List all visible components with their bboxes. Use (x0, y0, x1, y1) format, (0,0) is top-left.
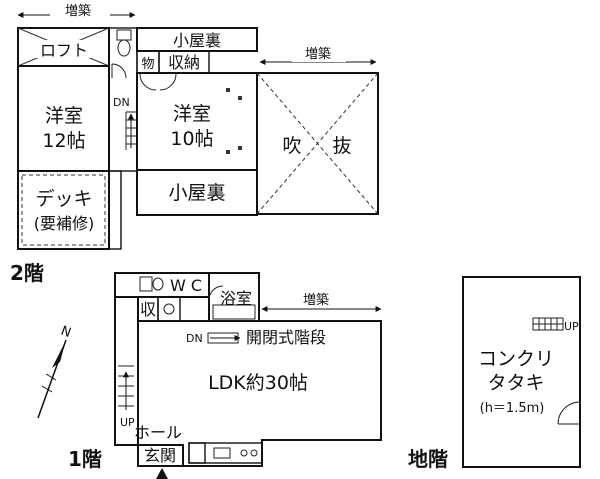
storage-small-label: 物 (141, 57, 154, 72)
dn-label-2f: DN (113, 96, 130, 109)
void (256, 72, 379, 215)
attic-bottom-label: 小屋裏 (168, 182, 225, 204)
extension-label-1f: 増築 (303, 293, 329, 308)
second-floor: 増築 ロフト 洋室 12帖 DN デッキ (要 (10, 3, 379, 285)
stairs-basement (532, 317, 564, 331)
stairs-1f (118, 365, 134, 410)
extension-label-right: 増築 (305, 47, 331, 62)
up-label-1f: UP (120, 416, 135, 429)
north-label: N (59, 324, 73, 341)
room-10jo-label-1: 洋室 (173, 103, 211, 125)
void-label-left: 吹 (282, 135, 301, 157)
attic-top-label: 小屋裏 (173, 31, 221, 50)
void-label-right: 抜 (332, 135, 351, 157)
storage-1f-label: 収 (140, 300, 156, 319)
ldk-label: LDK約30帖 (208, 372, 308, 394)
entrance-marker-icon (156, 468, 168, 479)
hall-label: ホール (134, 423, 182, 442)
room-12jo-label-1: 洋室 (45, 105, 83, 127)
toilet-icon (116, 29, 132, 41)
loft-label: ロフト (40, 41, 88, 60)
up-label-basement: UP (564, 320, 579, 333)
extension-label-top: 増築 (65, 4, 91, 19)
bath-label: 浴室 (220, 289, 252, 308)
deck (17, 170, 110, 250)
basement-label: 地階 (408, 447, 448, 471)
basement-height-label: (h＝1.5m) (480, 401, 545, 416)
room-12jo-label-2: 12帖 (42, 130, 85, 152)
basement: UP コンクリ タタキ (h＝1.5m) 地階 (408, 276, 581, 471)
stairs-2f (125, 111, 136, 150)
first-floor: N W C UP 収 浴室 増築 D (37, 272, 382, 479)
basement-room-label-2: タタキ (487, 372, 544, 394)
north-arrow-icon: N (37, 324, 73, 419)
room-10jo-label-2: 10帖 (170, 128, 213, 150)
entrance (137, 444, 184, 467)
basement-room (462, 276, 581, 468)
folding-stairs-label: 開閉式階段 (246, 328, 326, 347)
storage-2f-label: 収納 (168, 53, 200, 72)
basement-room-label-1: コンクリ (478, 348, 554, 370)
deck-label-1: デッキ (35, 188, 92, 210)
deck-label-2: (要補修) (34, 214, 95, 233)
floor2-label: 2階 (10, 261, 44, 285)
entrance-label: 玄関 (144, 446, 176, 465)
floor1-label: 1階 (68, 447, 102, 471)
dn-label-1f: DN (186, 332, 203, 345)
wc-label: W C (170, 276, 202, 295)
